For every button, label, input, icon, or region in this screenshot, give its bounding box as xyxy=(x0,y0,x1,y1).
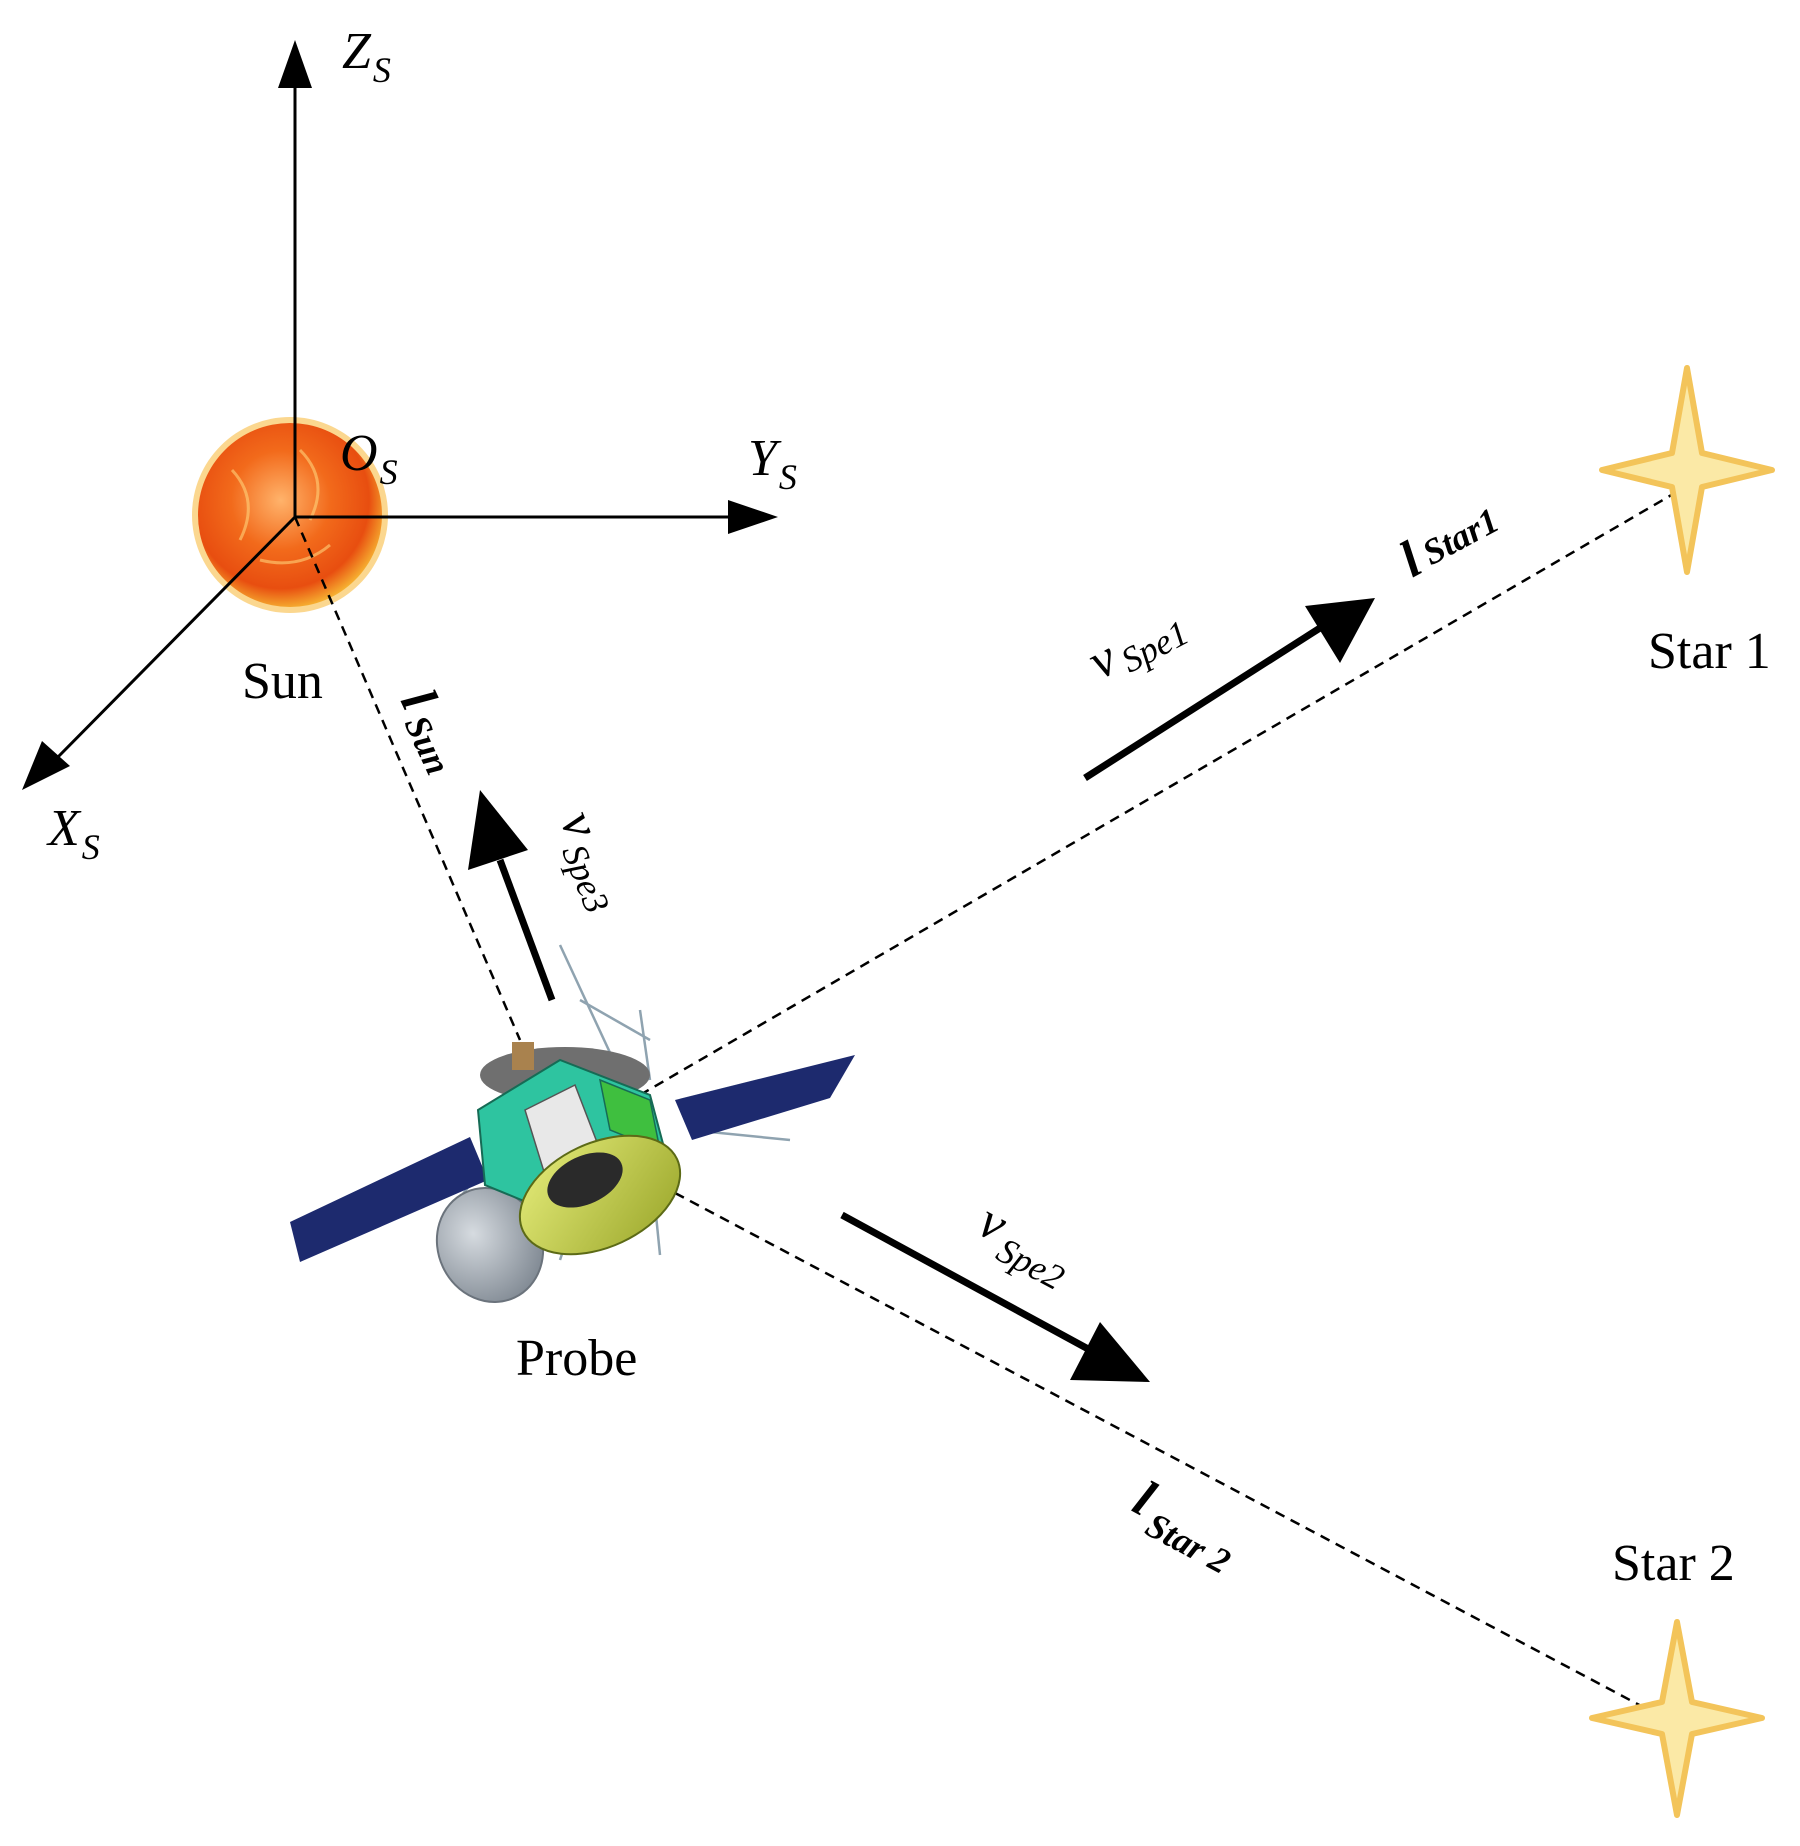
x-axis-arrowhead xyxy=(22,741,70,790)
line-of-sight-lines xyxy=(293,488,1681,1710)
l-sun-label: lSun xyxy=(387,681,475,781)
v-spe3-label: vSpe3 xyxy=(543,803,639,918)
svg-text:vSpe1: vSpe1 xyxy=(1079,594,1195,694)
l-star1-label: lStar1 xyxy=(1391,490,1508,589)
origin-label: OS xyxy=(340,425,398,492)
coordinate-axes xyxy=(22,40,778,790)
svg-text:vSpe2: vSpe2 xyxy=(965,1192,1084,1298)
svg-text:lStar1: lStar1 xyxy=(1391,490,1508,588)
velocity-arrows xyxy=(468,598,1375,1382)
z-axis-arrowhead xyxy=(278,40,312,88)
star2-label: Star 2 xyxy=(1612,1535,1735,1592)
star1-label: Star 1 xyxy=(1648,623,1771,680)
v-spe3-arrowhead xyxy=(468,790,528,870)
star1-icon xyxy=(1599,365,1775,575)
x-axis-label: XS xyxy=(46,800,100,867)
v-spe2-label: vSpe2 xyxy=(965,1192,1084,1298)
svg-text:vSpe3: vSpe3 xyxy=(543,803,639,918)
z-axis-label: ZS xyxy=(342,23,391,90)
star2-icon xyxy=(1589,1619,1765,1818)
y-axis-label: YS xyxy=(748,430,797,497)
y-axis-arrowhead xyxy=(728,500,778,534)
svg-text:lSun: lSun xyxy=(387,681,475,781)
v-spe1-arrowhead xyxy=(1305,598,1375,663)
v-spe1-label: vSpe1 xyxy=(1079,594,1195,694)
sun-icon xyxy=(192,417,388,613)
probe-label: Probe xyxy=(516,1330,637,1387)
svg-text:lStar 2: lStar 2 xyxy=(1120,1470,1250,1582)
l-star2-label: lStar 2 xyxy=(1120,1470,1250,1582)
v-spe2-arrowhead xyxy=(1070,1322,1150,1382)
sun-label: Sun xyxy=(242,653,323,710)
probe-icon xyxy=(290,944,855,1303)
